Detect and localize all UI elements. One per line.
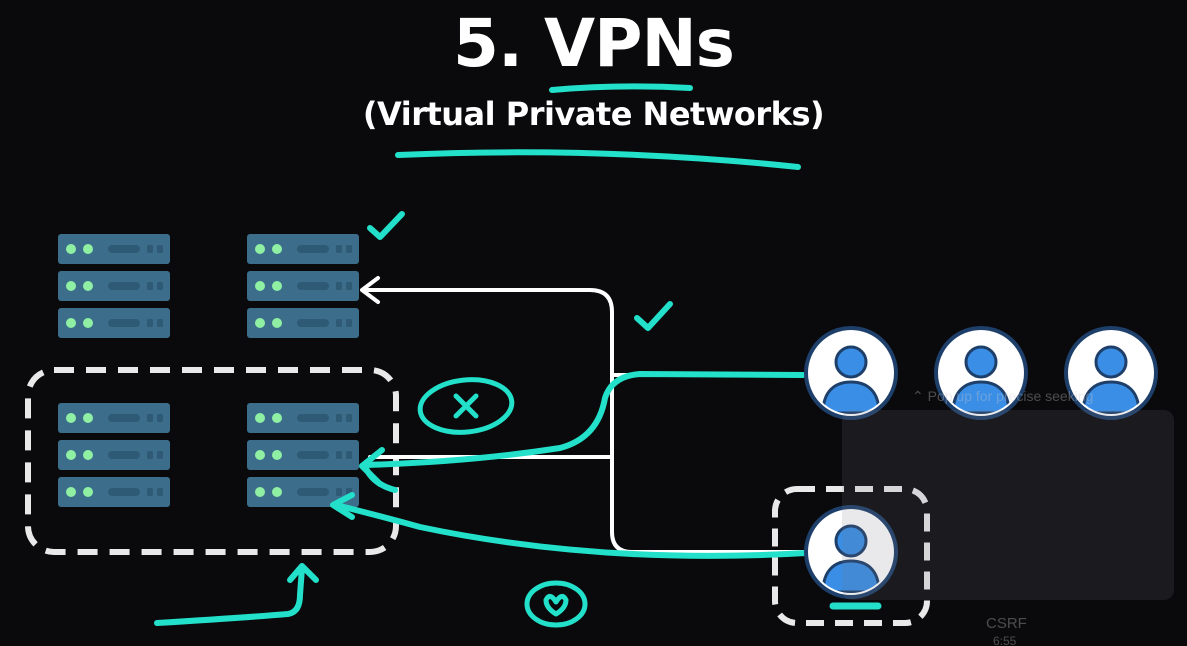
teal-annotations <box>154 371 809 626</box>
chapter-time: 6:55 <box>993 634 1017 646</box>
seek-preview-panel <box>842 410 1174 600</box>
user-avatar-icon <box>806 328 896 418</box>
chapter-label: CSRF <box>986 615 1027 632</box>
server-rack-icon <box>247 403 359 507</box>
x-mark-icon <box>417 377 515 435</box>
check-icon <box>367 211 405 240</box>
server-rack-icon <box>247 234 359 338</box>
server-rack-icon <box>58 403 170 507</box>
title-underline <box>549 83 693 93</box>
white-connections <box>363 288 808 554</box>
heart-icon <box>524 580 588 628</box>
server-rack-icon <box>58 234 170 338</box>
seek-hint-label: Pop up for precise seeking <box>927 388 1094 404</box>
slide-subtitle: (Virtual Private Networks) <box>362 95 825 133</box>
seek-hint: ⌃ Pop up for precise seeking <box>912 388 1093 405</box>
subtitle-underline <box>395 149 801 170</box>
check-icon <box>634 301 673 331</box>
chevron-up-icon: ⌃ <box>912 388 924 404</box>
arrowhead <box>360 276 380 304</box>
vpn-user-boundary <box>772 486 930 626</box>
slide-title: 5. VPNs <box>453 5 735 82</box>
